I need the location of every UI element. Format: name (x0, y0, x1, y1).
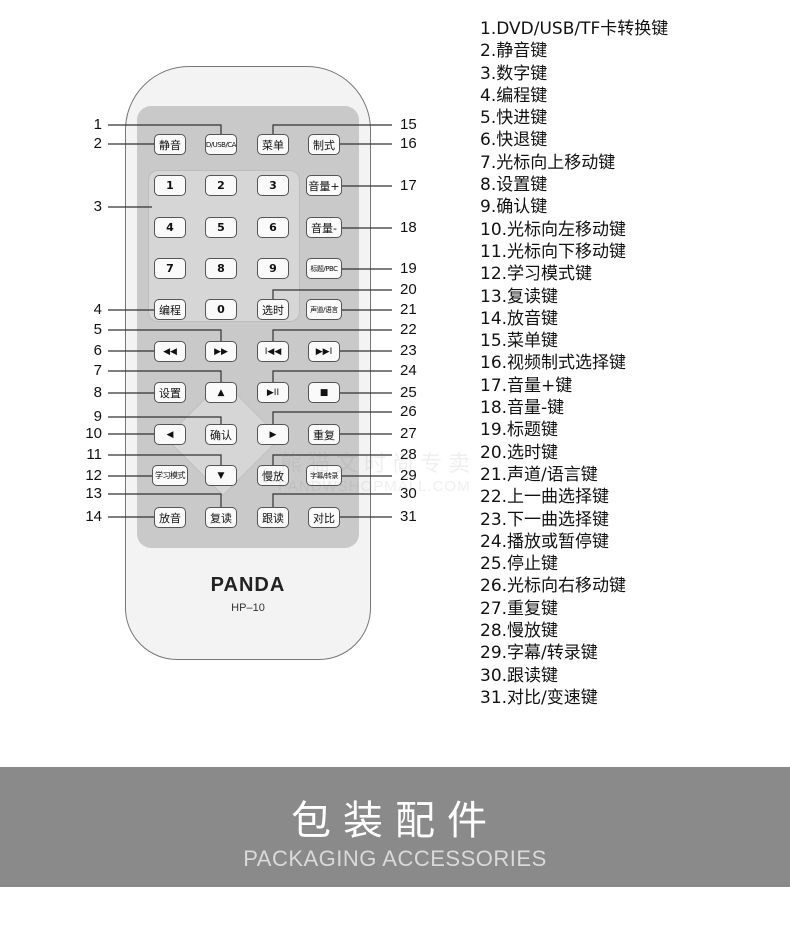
leader-line-22 (273, 330, 392, 341)
banner-title: 包装配件 (0, 788, 790, 846)
leader-line-24 (273, 371, 392, 382)
legend-item: 30.跟读键 (480, 665, 668, 687)
callout-23: 23 (400, 343, 430, 359)
callout-26: 26 (400, 404, 430, 420)
callout-25: 25 (400, 385, 430, 401)
callout-8: 8 (72, 385, 102, 401)
legend-item: 10.光标向左移动键 (480, 219, 668, 241)
legend-item: 29.字幕/转录键 (480, 642, 668, 664)
leader-line-13 (108, 494, 221, 507)
leader-line-26 (273, 412, 392, 424)
legend-item: 2.静音键 (480, 40, 668, 62)
callout-14: 14 (72, 509, 102, 525)
callout-31: 31 (400, 509, 430, 525)
banner-subtitle: PACKAGING ACCESSORIES (0, 846, 790, 872)
leader-line-7 (108, 371, 221, 382)
callout-27: 27 (400, 426, 430, 442)
legend-item: 25.停止键 (480, 553, 668, 575)
callout-3: 3 (72, 199, 102, 215)
legend-item: 1.DVD/USB/TF卡转换键 (480, 18, 668, 40)
leader-line-5 (108, 330, 221, 341)
callout-17: 17 (400, 178, 430, 194)
legend-item: 21.声道/语言键 (480, 464, 668, 486)
legend-item: 19.标题键 (480, 419, 668, 441)
legend-item: 31.对比/变速键 (480, 687, 668, 709)
callout-4: 4 (72, 302, 102, 318)
legend-item: 22.上一曲选择键 (480, 486, 668, 508)
legend-item: 23.下一曲选择键 (480, 509, 668, 531)
leader-line-15 (273, 125, 392, 134)
legend-item: 12.学习模式键 (480, 263, 668, 285)
legend-item: 14.放音键 (480, 308, 668, 330)
callout-22: 22 (400, 322, 430, 338)
callout-15: 15 (400, 117, 430, 133)
callout-6: 6 (72, 343, 102, 359)
callout-7: 7 (72, 363, 102, 379)
callout-9: 9 (72, 409, 102, 425)
callout-20: 20 (400, 282, 430, 298)
leader-line-1 (108, 125, 221, 134)
legend-item: 16.视频制式选择键 (480, 352, 668, 374)
watermark-cn: 熊猫文时尚专卖 (280, 446, 476, 478)
legend-item: 18.音量-键 (480, 397, 668, 419)
legend-item: 26.光标向右移动键 (480, 575, 668, 597)
callout-10: 10 (72, 426, 102, 442)
legend-item: 24.播放或暂停键 (480, 531, 668, 553)
leader-line-30 (273, 494, 392, 507)
legend-item: 7.光标向上移动键 (480, 152, 668, 174)
legend-item: 6.快退键 (480, 129, 668, 151)
watermark-en: PANDWSHOPMALL.COM (278, 478, 471, 495)
legend-item: 11.光标向下移动键 (480, 241, 668, 263)
callout-1: 1 (72, 117, 102, 133)
callout-16: 16 (400, 136, 430, 152)
legend-item: 3.数字键 (480, 63, 668, 85)
callout-24: 24 (400, 363, 430, 379)
callout-13: 13 (72, 486, 102, 502)
legend-item: 28.慢放键 (480, 620, 668, 642)
callout-11: 11 (72, 447, 102, 463)
legend-item: 20.选时键 (480, 442, 668, 464)
legend-item: 8.设置键 (480, 174, 668, 196)
callout-lines (0, 0, 790, 760)
legend-item: 4.编程键 (480, 85, 668, 107)
callout-21: 21 (400, 302, 430, 318)
leader-line-11 (108, 455, 221, 465)
callout-19: 19 (400, 261, 430, 277)
legend-item: 27.重复键 (480, 598, 668, 620)
callout-18: 18 (400, 220, 430, 236)
legend-item: 13.复读键 (480, 286, 668, 308)
legend-item: 15.菜单键 (480, 330, 668, 352)
legend-item: 5.快进键 (480, 107, 668, 129)
leader-line-20 (273, 290, 392, 299)
legend-item: 9.确认键 (480, 196, 668, 218)
callout-5: 5 (72, 322, 102, 338)
callout-12: 12 (72, 468, 102, 484)
callout-2: 2 (72, 136, 102, 152)
leader-line-9 (108, 417, 221, 424)
legend-item: 17.音量+键 (480, 375, 668, 397)
